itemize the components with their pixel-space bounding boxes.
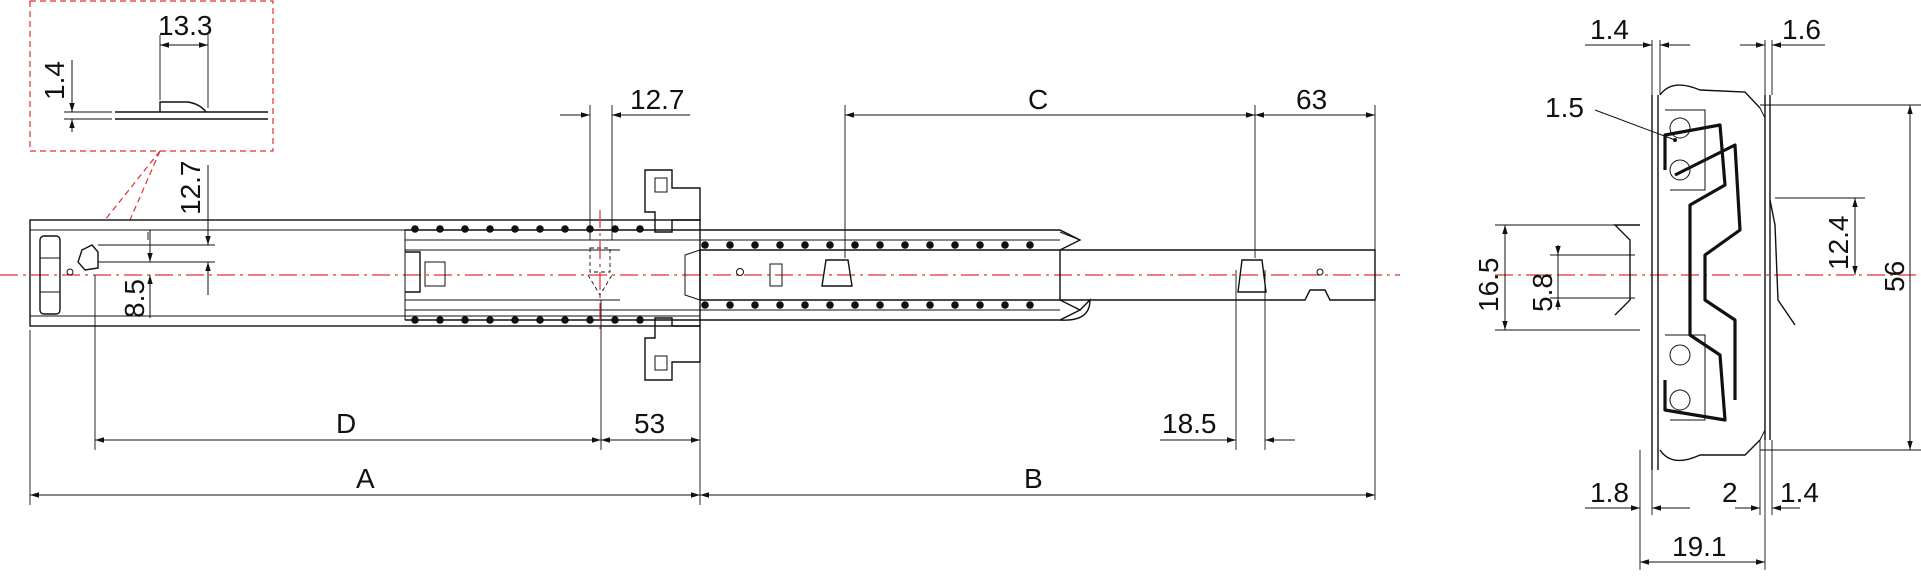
intermediate-profile bbox=[1663, 123, 1727, 422]
detail-frame bbox=[29, 0, 274, 152]
ball-row-bottom bbox=[411, 301, 1034, 324]
outer-web bbox=[1651, 95, 1659, 470]
intermediate-member bbox=[405, 229, 1082, 321]
detail-leader-right bbox=[129, 150, 161, 221]
dim-label-53: 53 bbox=[634, 408, 665, 439]
ball-row-top bbox=[411, 225, 1034, 249]
dim-label-1-5: 1.5 bbox=[1545, 92, 1584, 123]
dim-label-16-5: 16.5 bbox=[1473, 258, 1504, 313]
dim-label-1-4-top: 1.4 bbox=[1590, 14, 1629, 45]
detail-callout: 13.3 1.4 bbox=[29, 0, 274, 221]
dim-label-2: 2 bbox=[1722, 477, 1738, 508]
dim-label-63: 63 bbox=[1296, 84, 1327, 115]
dim-label-12-4: 12.4 bbox=[1823, 216, 1854, 271]
dim-label-12-7-left: 12.7 bbox=[175, 161, 206, 216]
dim-label-1-8: 1.8 bbox=[1590, 477, 1629, 508]
side-view: 12.7 C 63 12.7 8.5 D 53 18.5 bbox=[0, 84, 1400, 505]
section-ball-1 bbox=[1669, 117, 1691, 139]
inner-slot-1 bbox=[821, 259, 853, 287]
section-ball-4 bbox=[1669, 389, 1691, 411]
detail-tab bbox=[159, 101, 207, 113]
inner-slot-2 bbox=[1237, 259, 1267, 293]
dim-label-1-6-top: 1.6 bbox=[1782, 14, 1821, 45]
dim-label-1-4-detail: 1.4 bbox=[39, 61, 70, 100]
dim-label-13-3: 13.3 bbox=[158, 10, 213, 41]
detail-plate bbox=[115, 111, 268, 120]
dim-label-12-7-top: 12.7 bbox=[630, 84, 685, 115]
nose-tab bbox=[77, 244, 99, 271]
front-bracket-bottom bbox=[644, 317, 701, 381]
dim-label-d: D bbox=[336, 408, 356, 439]
section-ball-3 bbox=[1669, 344, 1691, 366]
dim-label-5-8: 5.8 bbox=[1527, 273, 1558, 312]
disconnect-clip bbox=[424, 261, 446, 287]
dim-label-8-5: 8.5 bbox=[119, 279, 150, 318]
dim-label-19-1: 19.1 bbox=[1672, 531, 1727, 562]
dim-label-18-5: 18.5 bbox=[1162, 408, 1217, 439]
inner-profile bbox=[1674, 143, 1742, 400]
dim-label-a: A bbox=[356, 463, 375, 494]
section-ball-2 bbox=[1669, 159, 1691, 181]
cross-section-view: 1.5 1.4 1.6 56 12.4 16.5 5.8 bbox=[1473, 14, 1921, 570]
detail-leader-left bbox=[104, 150, 161, 221]
front-bracket-top bbox=[644, 169, 701, 233]
dim-label-56: 56 bbox=[1879, 261, 1910, 292]
dim-label-c: C bbox=[1028, 84, 1048, 115]
outer-flange bbox=[1764, 95, 1771, 440]
dim-label-1-4-bottom: 1.4 bbox=[1780, 477, 1819, 508]
dim-label-b: B bbox=[1024, 463, 1043, 494]
